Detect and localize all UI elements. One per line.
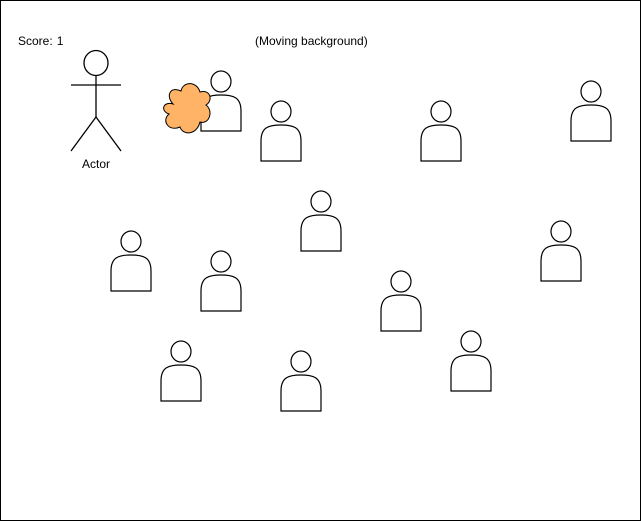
enemy-person-icon[interactable]: [450, 330, 492, 392]
actor-label: Actor: [82, 157, 110, 171]
score-label: Score:: [18, 34, 53, 48]
score-display: Score:1: [18, 34, 63, 48]
enemy-person-icon[interactable]: [300, 190, 342, 252]
enemy-person-icon[interactable]: [200, 70, 242, 132]
player-actor-icon[interactable]: [70, 49, 122, 152]
enemy-person-icon[interactable]: [160, 340, 202, 402]
enemy-person-icon[interactable]: [280, 350, 322, 412]
enemy-person-icon[interactable]: [260, 100, 302, 162]
enemy-person-icon[interactable]: [420, 100, 462, 162]
enemy-person-icon[interactable]: [380, 270, 422, 332]
enemies: [110, 70, 612, 412]
background-note: (Moving background): [255, 34, 368, 48]
enemy-person-icon[interactable]: [570, 80, 612, 142]
enemy-person-icon[interactable]: [200, 250, 242, 312]
score-value: 1: [56, 34, 64, 48]
explosion-cloud-icon: [163, 83, 211, 134]
enemy-person-icon[interactable]: [540, 220, 582, 282]
enemy-person-icon[interactable]: [110, 230, 152, 292]
